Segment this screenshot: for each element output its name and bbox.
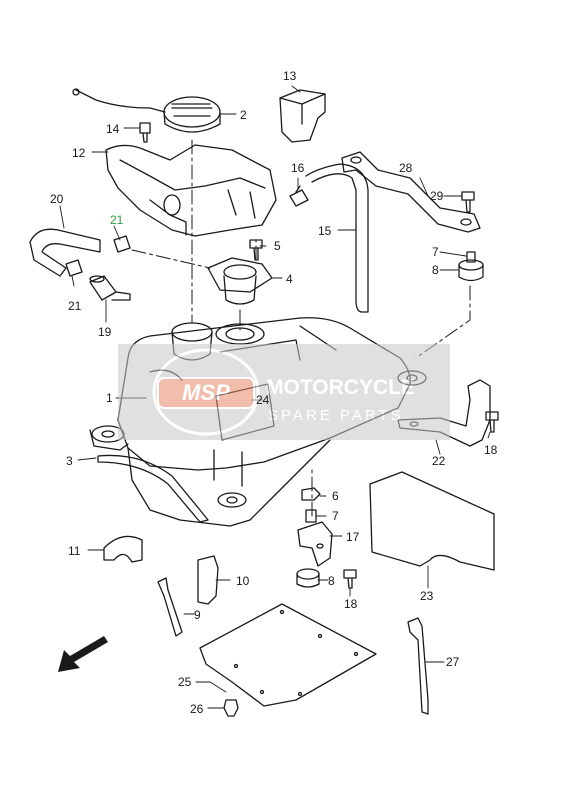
callout-21-highlight: 21: [110, 213, 124, 227]
callout-20: 20: [50, 192, 64, 206]
part-grommet-8b: [296, 568, 320, 588]
part-rubber-cap: [279, 89, 326, 143]
part-mat-25: [199, 603, 377, 707]
callout-26: 26: [190, 702, 204, 716]
callout-25: 25: [178, 675, 192, 689]
part-cable-tie-27: [407, 617, 429, 715]
callout-29: 29: [430, 189, 444, 203]
callout-15: 15: [318, 224, 332, 238]
part-cap-tether: [75, 89, 166, 113]
part-bolt-18b: [343, 569, 357, 589]
watermark-line2: SPARE PARTS: [268, 407, 404, 424]
callout-8a: 8: [432, 263, 439, 277]
callout-21b: 21: [68, 299, 82, 313]
part-hose-fitting: [289, 185, 309, 207]
callout-1: 1: [106, 391, 113, 405]
callout-12: 12: [72, 146, 86, 160]
callout-8b: 8: [328, 574, 335, 588]
part-bracket-17: [297, 521, 333, 567]
part-valve-19: [89, 275, 131, 301]
callout-17: 17: [346, 530, 360, 544]
part-nut-6: [301, 487, 321, 501]
part-screw-14: [139, 122, 151, 143]
callout-22: 22: [432, 454, 446, 468]
part-collar-7b: [305, 509, 317, 523]
callout-5: 5: [274, 239, 281, 253]
callout-28: 28: [399, 161, 413, 175]
callout-7b: 7: [332, 509, 339, 523]
watermark-badge-text: MSP: [182, 380, 230, 405]
callout-14: 14: [106, 122, 120, 136]
callout-11: 11: [68, 544, 81, 558]
part-bracket-28: [341, 151, 481, 233]
part-cushion-10: [197, 555, 219, 605]
part-cable-tie-9: [157, 577, 183, 637]
part-grommet-8a: [458, 259, 484, 282]
callout-9: 9: [194, 608, 201, 622]
callout-23: 23: [420, 589, 434, 603]
part-fuel-gauge: [207, 257, 273, 305]
part-clamp-21b: [65, 259, 83, 277]
callout-27: 27: [446, 655, 460, 669]
callout-19: 19: [98, 325, 112, 339]
part-filler-tray: [105, 144, 277, 237]
part-collar-7a: [466, 251, 476, 263]
part-breather-hose: [305, 163, 369, 313]
callout-16: 16: [291, 161, 305, 175]
watermark-badge: [152, 348, 260, 436]
part-rubber-mount-11: [103, 535, 143, 563]
callout-18b: 18: [344, 597, 358, 611]
part-fuel-cap: [163, 96, 221, 133]
part-heat-shield: [369, 471, 495, 571]
callout-2: 2: [240, 108, 247, 122]
callout-7a: 7: [432, 245, 439, 259]
watermark-line1: MOTORCYCLE: [266, 376, 415, 399]
callout-18a: 18: [484, 443, 498, 457]
part-hose-20: [29, 228, 101, 277]
direction-arrow-icon: [58, 636, 108, 672]
part-strap-3: [97, 454, 209, 523]
callout-4: 4: [286, 272, 293, 286]
callout-13: 13: [283, 69, 297, 83]
callout-24: 24: [256, 393, 270, 407]
callout-10: 10: [236, 574, 250, 588]
part-bolt-29: [461, 191, 475, 213]
part-clip-26: [223, 699, 239, 717]
watermark: MSP MOTORCYCLE SPARE PARTS: [118, 344, 450, 440]
part-clamp-21a: [113, 235, 131, 253]
callout-3: 3: [66, 454, 73, 468]
callout-6: 6: [332, 489, 339, 503]
part-bolt-18a: [485, 411, 499, 433]
